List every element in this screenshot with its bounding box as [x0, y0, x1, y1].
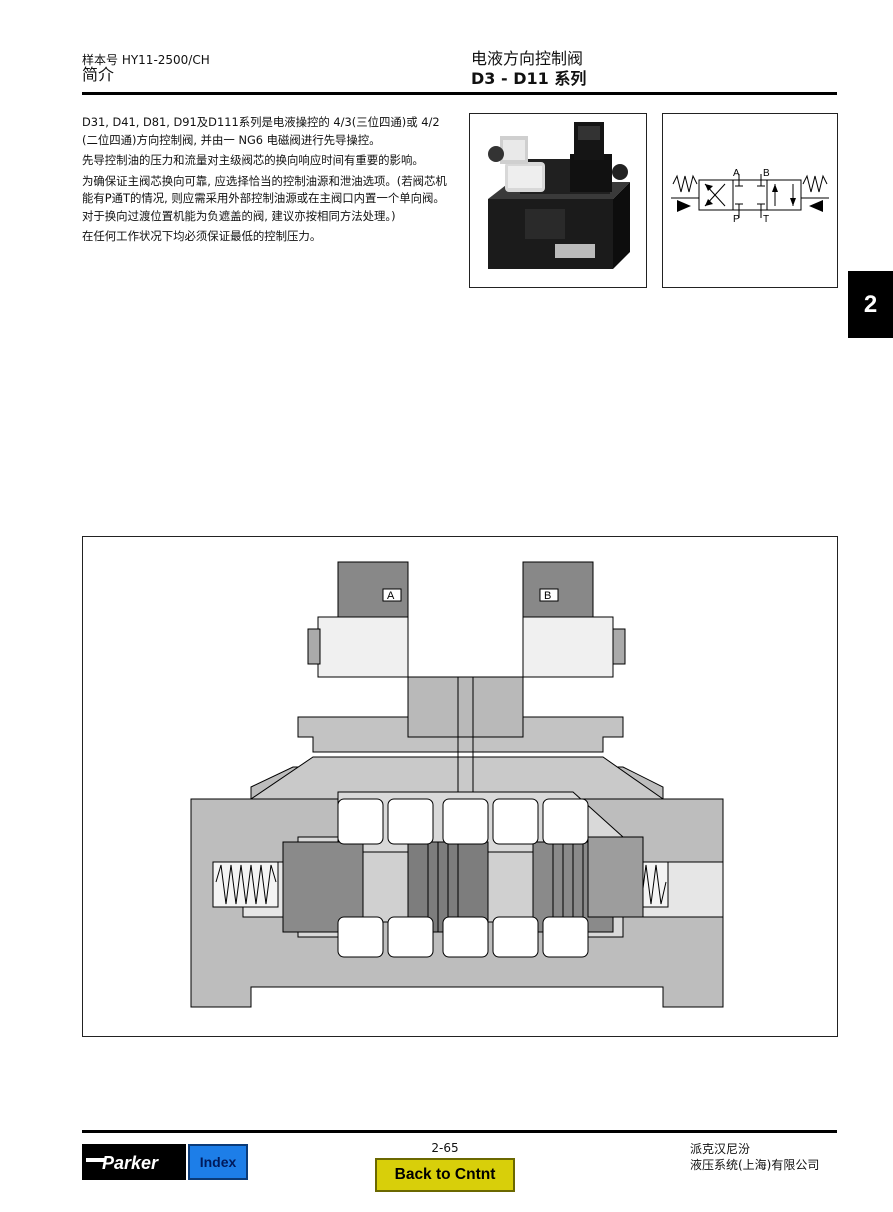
- port-t-label: T: [763, 214, 769, 225]
- paragraph: 在任何工作状况下均必须保证最低的控制压力。: [82, 229, 322, 243]
- valve-cross-section: A B: [190, 561, 724, 1008]
- series-title: D3 - D11 系列: [471, 69, 587, 88]
- parker-logo: Parker: [82, 1144, 186, 1180]
- company-line-2: 液压系统(上海)有限公司: [690, 1158, 820, 1172]
- catalog-number: 样本号 HY11-2500/CH: [82, 53, 210, 67]
- cross-section-figure: A B: [82, 536, 838, 1037]
- company-line-1: 派克汉尼汾: [690, 1142, 751, 1156]
- port-a-label: A: [733, 168, 740, 179]
- solenoid-a-label: A: [387, 590, 395, 602]
- section-title: 简介: [82, 65, 115, 84]
- paragraph: 先导控制油的压力和流量对主级阀芯的换向响应时间有重要的影响。: [82, 153, 424, 167]
- logo-text: Parker: [102, 1153, 159, 1173]
- hydraulic-symbol: A B P T: [662, 113, 838, 288]
- index-button[interactable]: Index: [188, 1144, 248, 1180]
- footer-rule: [82, 1130, 837, 1133]
- intro-text: D31, D41, D81, D91及D111系列是电液操控的 4/3(三位四通…: [82, 114, 452, 249]
- company-name: 派克汉尼汾 液压系统(上海)有限公司: [690, 1141, 819, 1173]
- solenoid-b-label: B: [544, 590, 551, 602]
- back-to-contents-button[interactable]: Back to Cntnt: [375, 1158, 515, 1192]
- chapter-tab: 2: [848, 271, 893, 338]
- page-number: 2-65: [431, 1141, 459, 1155]
- port-p-label: P: [733, 214, 740, 225]
- port-b-label: B: [763, 168, 770, 179]
- product-title: 电液方向控制阀: [471, 49, 584, 68]
- symbol-diagram: A B P T: [671, 168, 829, 225]
- paragraph: 为确保证主阀芯换向可靠, 应选择恰当的控制油源和泄油选项。(若阀芯机能有P通T的…: [82, 173, 447, 223]
- product-photo: [469, 113, 647, 288]
- paragraph: D31, D41, D81, D91及D111系列是电液操控的 4/3(三位四通…: [82, 115, 440, 147]
- parker-logo-mark: Parker: [82, 1144, 186, 1180]
- valve-photo-illustration: [488, 122, 630, 269]
- header-rule: [82, 92, 837, 95]
